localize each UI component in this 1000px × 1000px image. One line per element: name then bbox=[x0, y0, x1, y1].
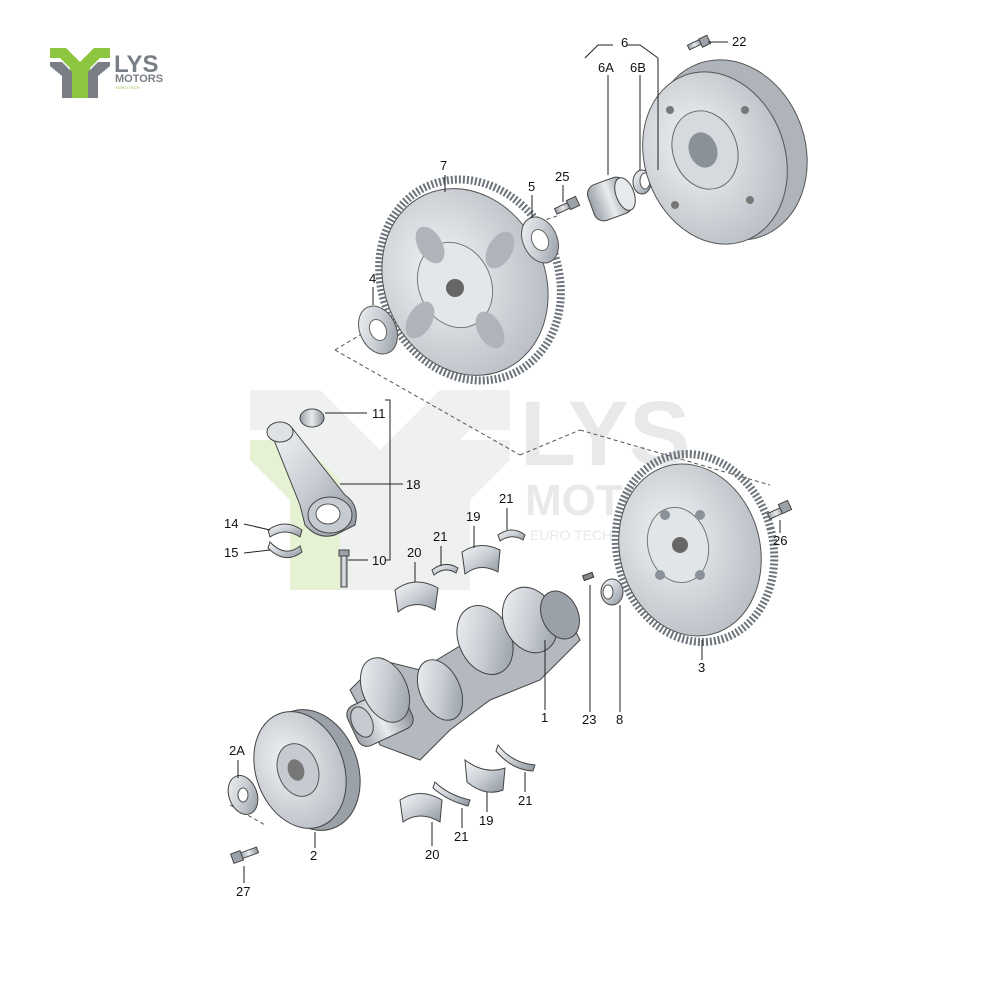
bearing-shell-15 bbox=[267, 541, 303, 559]
brand-logo-mark bbox=[50, 48, 110, 98]
key-23 bbox=[581, 571, 595, 582]
bearing-shells-upper bbox=[394, 529, 526, 613]
bolt-25 bbox=[553, 195, 581, 215]
label-15: 15 bbox=[224, 545, 238, 560]
label-19-upper: 19 bbox=[466, 509, 480, 524]
label-5: 5 bbox=[528, 179, 535, 194]
label-22: 22 bbox=[732, 34, 746, 49]
ring-6B bbox=[632, 169, 652, 195]
brand-name: LYS bbox=[114, 51, 158, 78]
label-25: 25 bbox=[555, 169, 569, 184]
label-11: 11 bbox=[372, 406, 386, 421]
label-23: 23 bbox=[582, 712, 596, 727]
watermark: LYS MOTORS EURO TECH bbox=[250, 383, 717, 590]
label-20-lower: 20 bbox=[425, 847, 439, 862]
label-27: 27 bbox=[236, 884, 250, 899]
bolt-26 bbox=[766, 499, 793, 520]
leader-lines bbox=[237, 41, 781, 883]
connecting-rod bbox=[266, 421, 357, 537]
label-2A: 2A bbox=[229, 743, 245, 758]
brand-sub: MOTORS bbox=[115, 73, 163, 85]
bearing-shell-14 bbox=[267, 523, 303, 538]
label-10: 10 bbox=[372, 553, 386, 568]
small-end-bush-11 bbox=[299, 408, 325, 428]
bolt-27 bbox=[229, 846, 260, 865]
brand-logo: LYS MOTORS EURO TECH bbox=[50, 48, 163, 98]
label-6A: 6A bbox=[598, 60, 614, 75]
brand-tag: EURO TECH bbox=[116, 85, 140, 90]
part-labels: 6 6A 6B 22 7 5 25 4 11 18 14 15 10 20 21… bbox=[224, 34, 787, 899]
watermark-logo-mark bbox=[250, 390, 510, 590]
shim-5 bbox=[521, 216, 559, 264]
label-14: 14 bbox=[224, 516, 238, 531]
bolt-22 bbox=[686, 34, 712, 51]
label-19-lower: 19 bbox=[479, 813, 493, 828]
bolt-10 bbox=[338, 549, 350, 588]
label-4: 4 bbox=[369, 271, 376, 286]
needle-bearing-6A bbox=[587, 176, 636, 222]
label-1: 1 bbox=[541, 710, 548, 725]
label-21-lower-right: 21 bbox=[518, 793, 532, 808]
bearing-shells-lower bbox=[399, 743, 536, 823]
watermark-tag: EURO TECH bbox=[530, 527, 612, 543]
label-21-lower-left: 21 bbox=[454, 829, 468, 844]
shim-4 bbox=[358, 305, 398, 355]
label-21-upper-left: 21 bbox=[433, 529, 447, 544]
flywheel-upper bbox=[375, 175, 565, 385]
label-6: 6 bbox=[621, 35, 628, 50]
label-8: 8 bbox=[616, 712, 623, 727]
label-21-upper-right: 21 bbox=[499, 491, 513, 506]
label-7: 7 bbox=[440, 158, 447, 173]
washer-2A bbox=[227, 775, 259, 815]
pulley-2 bbox=[253, 709, 361, 831]
crankshaft bbox=[346, 586, 581, 761]
label-18: 18 bbox=[406, 477, 420, 492]
pilot-bearing-8 bbox=[600, 578, 624, 606]
label-20-upper: 20 bbox=[407, 545, 421, 560]
label-6B: 6B bbox=[630, 60, 646, 75]
clutch-housing-6 bbox=[642, 59, 808, 245]
flywheel-right bbox=[611, 450, 779, 646]
label-2: 2 bbox=[310, 848, 317, 863]
label-26: 26 bbox=[773, 533, 787, 548]
label-3: 3 bbox=[698, 660, 705, 675]
